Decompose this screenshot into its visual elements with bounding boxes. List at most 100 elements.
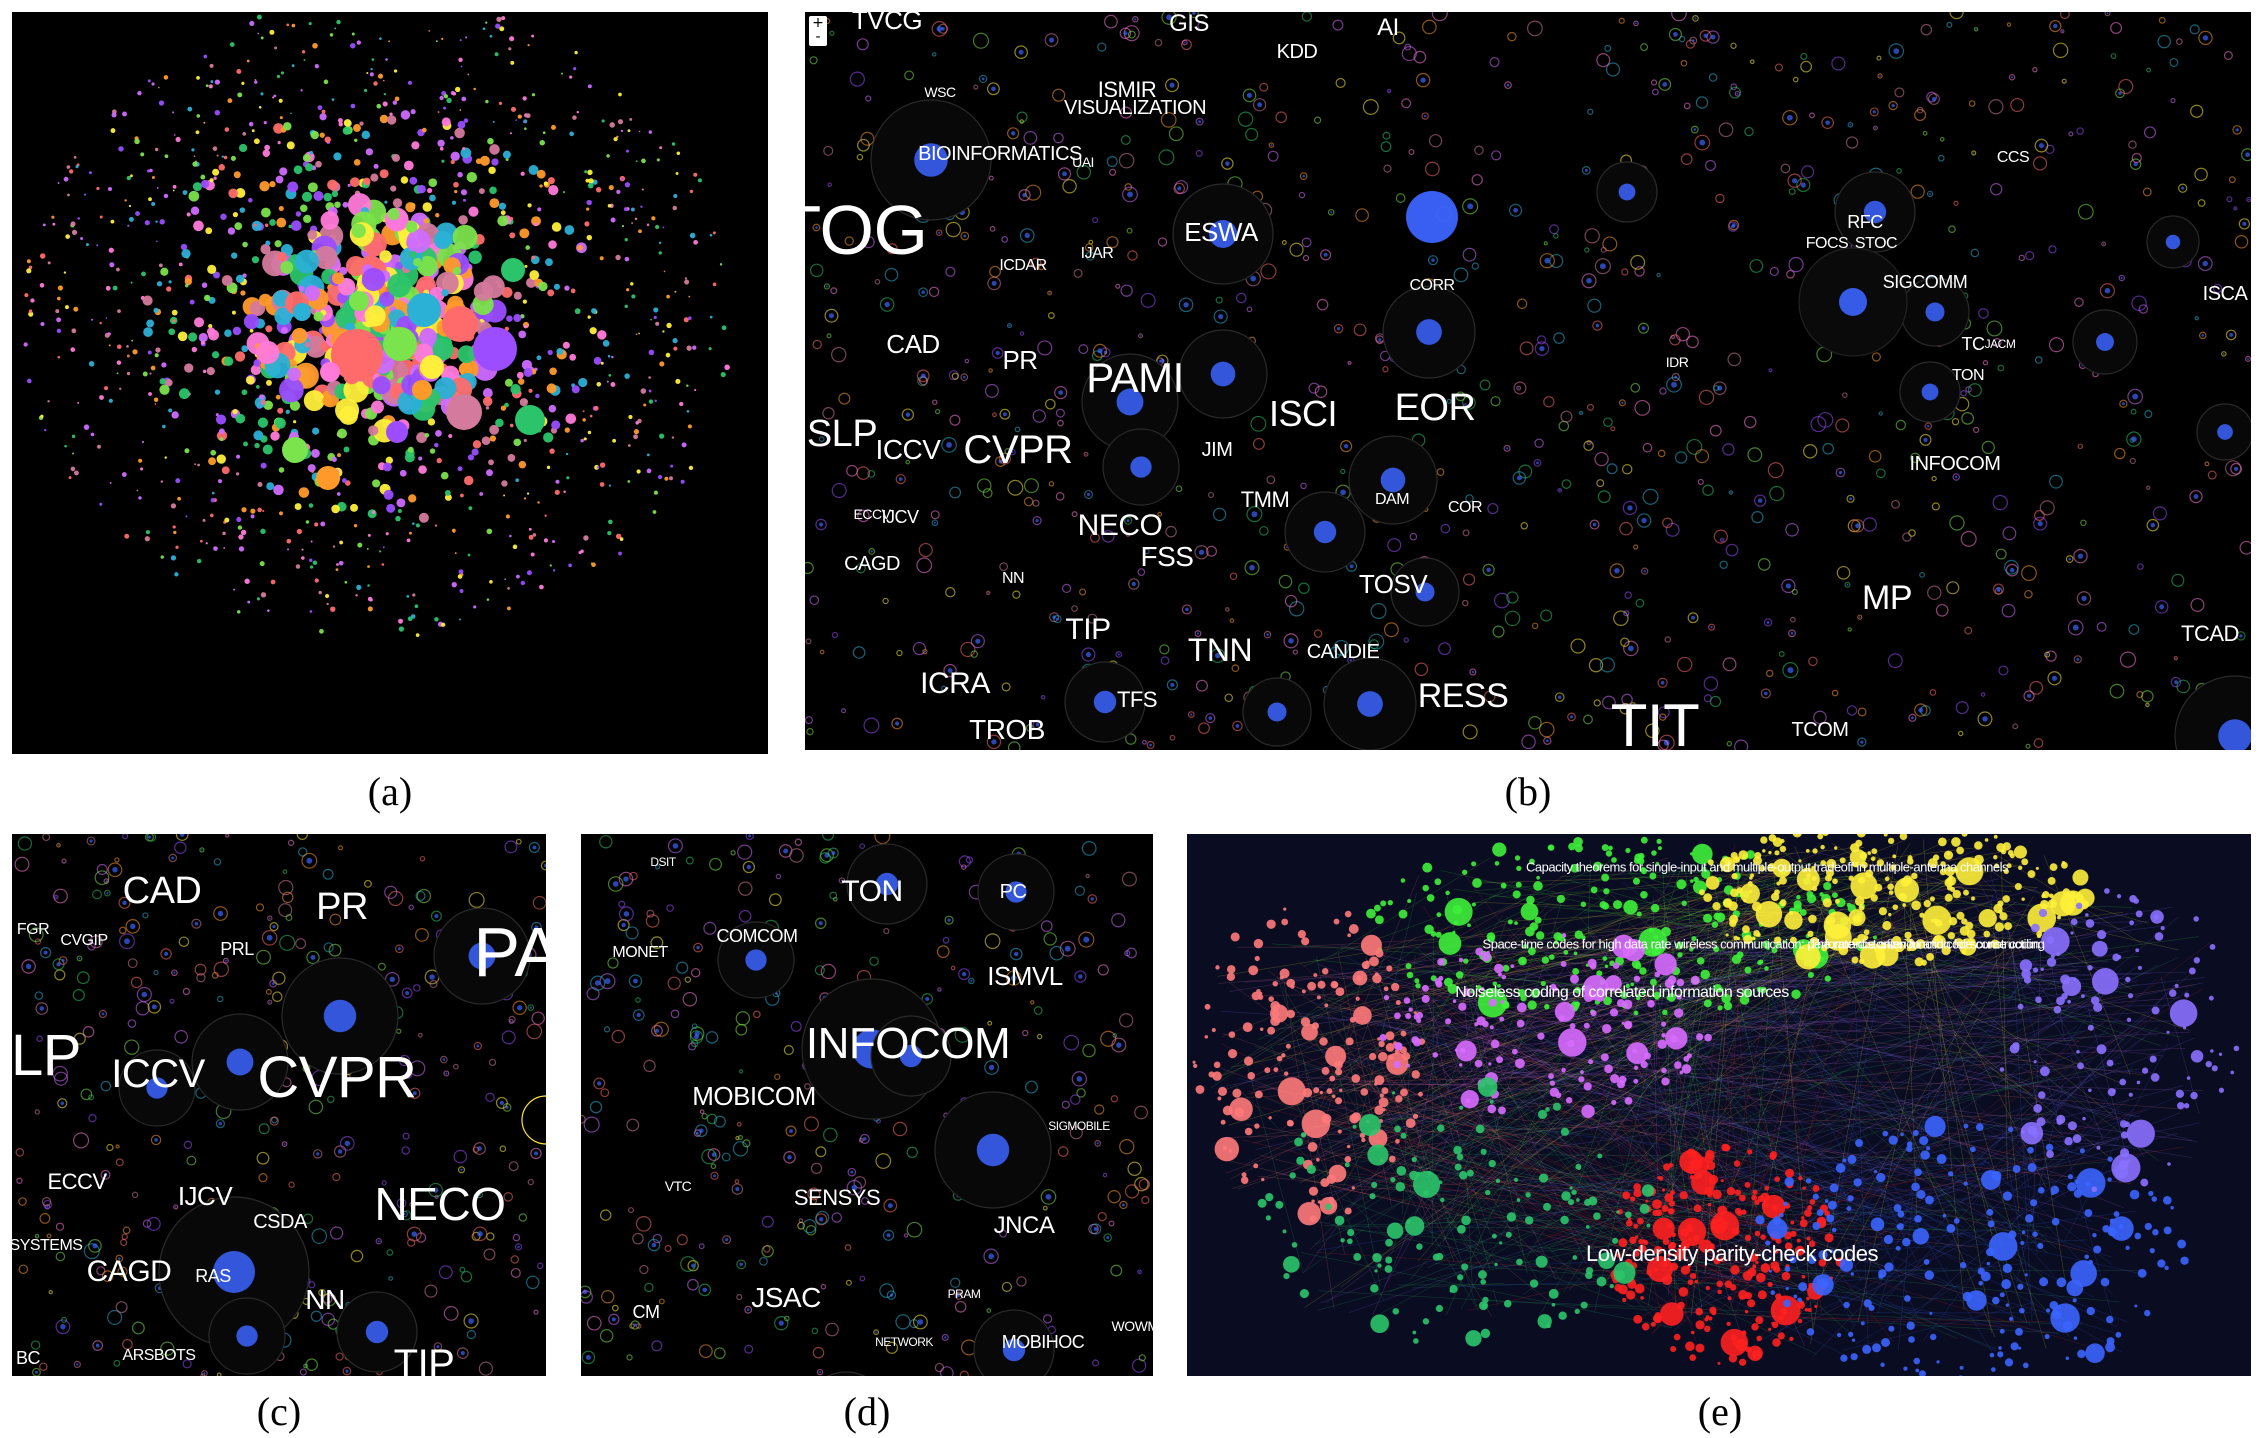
node-bubble <box>2080 519 2087 527</box>
node-bubble <box>337 428 348 439</box>
node-bubble <box>1292 649 1298 655</box>
node-bubble <box>1141 1195 1150 1205</box>
node-bubble <box>676 151 681 156</box>
node-bubble <box>698 1344 713 1359</box>
node-bubble <box>296 834 308 840</box>
node-bubble <box>258 293 272 307</box>
node-label: SIGCOMM <box>1882 272 1968 292</box>
edge-line <box>1310 883 1826 1018</box>
zoom-out-button[interactable]: - <box>815 29 821 45</box>
node-bubble <box>2131 436 2137 442</box>
node-bubble <box>693 239 698 245</box>
node-bubble <box>1640 891 1648 899</box>
node-bubble <box>405 202 416 213</box>
edge-line <box>1421 1110 1450 1150</box>
node-bubble <box>600 1209 612 1221</box>
node-bubble <box>1961 949 1967 955</box>
node-bubble <box>495 1096 508 1109</box>
node-bubble <box>163 75 169 80</box>
node-bubble <box>39 947 52 959</box>
node-bubble <box>513 291 522 300</box>
node-bubble <box>672 843 679 849</box>
zoom-control[interactable]: + - <box>809 16 827 46</box>
node-bubble <box>345 1369 349 1373</box>
node-bubble <box>1798 859 1802 863</box>
node-bubble <box>194 921 199 926</box>
node-bubble <box>1947 931 1956 940</box>
node-bubble <box>1369 639 1380 650</box>
node-bubble <box>331 456 337 462</box>
node-bubble <box>80 237 84 240</box>
node-bubble <box>1563 949 1569 955</box>
node-bubble <box>396 498 406 508</box>
node-bubble <box>607 876 624 892</box>
node-bubble <box>1636 993 1641 999</box>
node-label: BC <box>15 1348 41 1368</box>
node-bubble <box>367 565 370 568</box>
node-bubble <box>18 1264 29 1275</box>
node-bubble <box>319 132 325 138</box>
node-bubble <box>526 1275 540 1290</box>
node-bubble <box>1313 1087 1320 1094</box>
panel-b-venue-map[interactable]: TVCGGISAIISMIRKDDBIOINFORMATICSTOGESWACO… <box>805 12 2251 750</box>
node-bubble <box>241 507 247 513</box>
node-bubble <box>852 646 866 659</box>
node-bubble <box>63 271 67 274</box>
node-bubble <box>328 943 342 957</box>
node-bubble <box>335 1352 344 1361</box>
node-bubble <box>278 205 284 212</box>
zoom-in-button[interactable]: + <box>812 15 824 31</box>
node-bubble <box>507 454 516 462</box>
node-bubble <box>1641 567 1649 575</box>
panel-e-paper-map[interactable]: Capacity theorems for single-input and m… <box>1187 834 2251 1376</box>
node-bubble <box>1734 739 1749 750</box>
node-bubble <box>1906 946 1912 952</box>
node-bubble <box>1157 511 1163 517</box>
node-bubble <box>305 163 314 172</box>
node-bubble <box>23 342 28 347</box>
node-bubble <box>810 1162 823 1174</box>
node-bubble <box>309 150 314 155</box>
node-bubble <box>40 322 45 327</box>
node-bubble <box>172 319 176 323</box>
node-bubble <box>149 168 153 173</box>
node-bubble <box>457 1166 466 1174</box>
node-bubble <box>1719 560 1728 569</box>
node-bubble <box>443 106 447 110</box>
node-bubble <box>1210 648 1226 663</box>
node-bubble <box>1910 452 1921 463</box>
node-bubble <box>1159 644 1170 655</box>
edge-line <box>1524 977 1963 1238</box>
node-bubble <box>528 165 539 176</box>
node-bubble <box>1729 919 1737 928</box>
edge-line <box>1321 1022 2023 1196</box>
node-bubble <box>266 379 272 386</box>
node-bubble <box>88 361 95 367</box>
node-bubble <box>1574 930 1584 940</box>
edge-line <box>1555 1003 1621 1080</box>
node-bubble <box>1705 875 1720 890</box>
node-bubble <box>1677 952 1683 958</box>
node-bubble <box>72 452 75 455</box>
node-bubble <box>266 482 275 491</box>
node-bubble <box>1520 995 1527 1002</box>
node-bubble <box>28 311 34 317</box>
node-bubble <box>673 193 678 199</box>
node-bubble <box>343 119 352 127</box>
node-bubble <box>382 79 385 82</box>
node-bubble <box>1285 1043 1291 1049</box>
node-bubble <box>1823 881 1832 891</box>
node-bubble <box>279 934 296 951</box>
node-bubble <box>1758 959 1764 965</box>
node-bubble <box>1302 174 1306 178</box>
node-bubble <box>1658 78 1672 91</box>
node-bubble <box>1834 846 1838 850</box>
node-bubble <box>1820 844 1825 850</box>
node-bubble <box>670 464 674 468</box>
node-bubble <box>725 1238 729 1242</box>
node-bubble <box>1992 494 2008 511</box>
node-bubble <box>671 436 675 439</box>
edge-line <box>1574 971 2188 986</box>
